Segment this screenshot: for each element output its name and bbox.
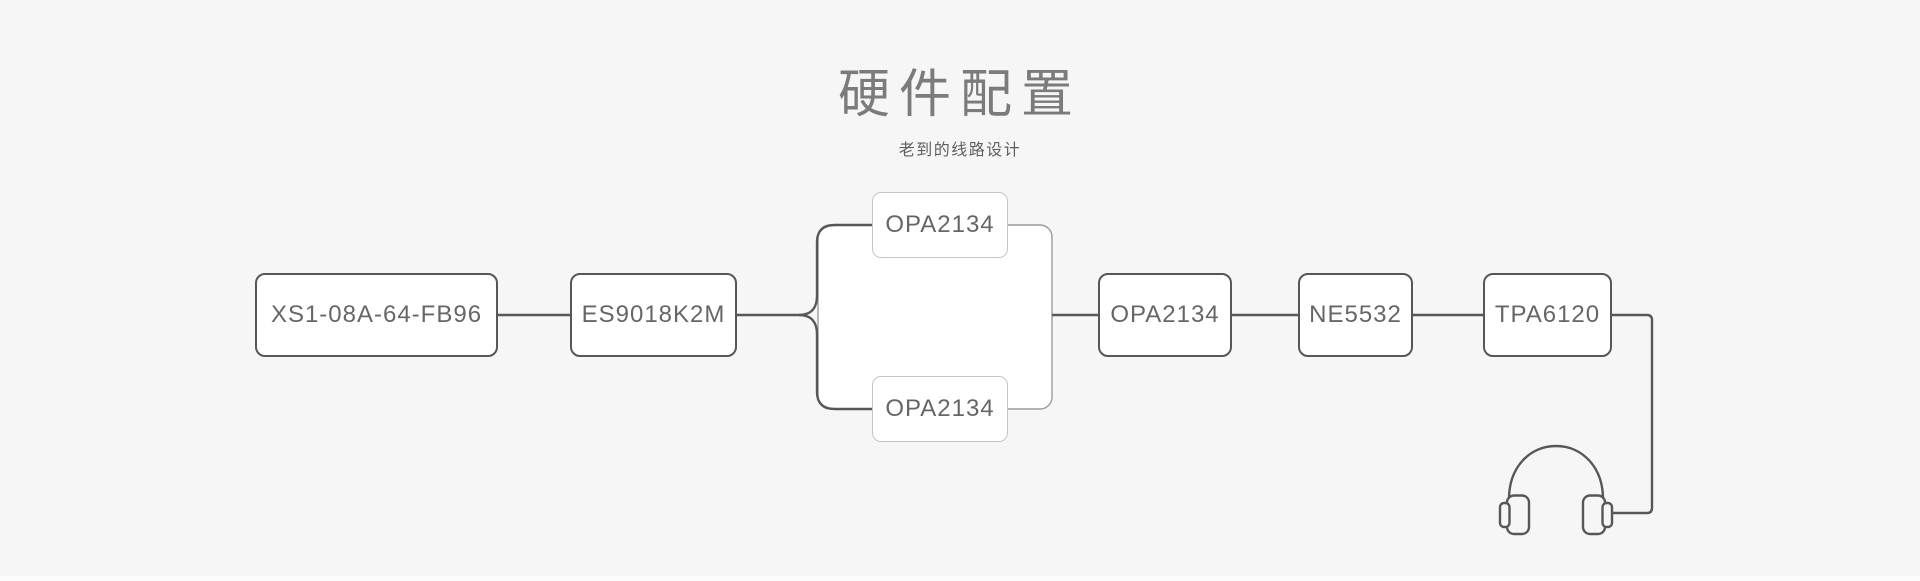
node-usb-interface: XS1-08A-64-FB96	[255, 273, 498, 357]
page-subtitle: 老到的线路设计	[898, 142, 1022, 159]
connector-lines	[498, 223, 1654, 515]
connector-tpa-headphones	[1611, 313, 1654, 515]
page-title: 硬件配置	[837, 66, 1082, 124]
headphones-band	[1507, 444, 1605, 510]
node-opamp-ne: NE5532	[1298, 273, 1413, 357]
node-dac: ES9018K2M	[570, 273, 737, 357]
node-opamp-bottom: OPA2134	[872, 376, 1008, 442]
node-opamp-top: OPA2134	[872, 192, 1008, 258]
split-branch-bottom	[798, 313, 872, 411]
node-headphone-amp: TPA6120	[1483, 273, 1612, 357]
headphones-icon	[1498, 444, 1614, 536]
section-bottom-divider	[0, 576, 1920, 581]
headphones-left-pad	[1498, 501, 1511, 529]
split-branch-top	[798, 223, 872, 317]
headphones-right-pad	[1601, 501, 1614, 529]
node-opamp-main: OPA2134	[1098, 273, 1232, 357]
